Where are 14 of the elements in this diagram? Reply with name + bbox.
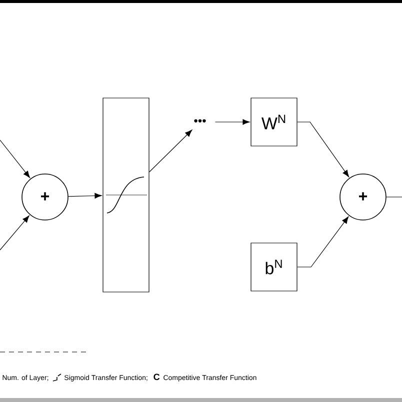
arrow	[297, 122, 350, 178]
arrow	[68, 192, 102, 199]
ellipsis: •••	[194, 119, 206, 122]
block: b$^{N}$	[250, 242, 298, 292]
arrow	[0, 140, 30, 178]
arrow	[149, 130, 192, 172]
transfer-function-box	[102, 98, 150, 292]
symbol: C	[154, 374, 160, 380]
summing-junction: +	[22, 174, 68, 220]
arrow	[214, 119, 250, 125]
summing-junction: +	[340, 174, 386, 220]
block: W$^{N}$	[250, 98, 298, 146]
arrow	[0, 215, 30, 250]
arrow	[297, 216, 349, 268]
